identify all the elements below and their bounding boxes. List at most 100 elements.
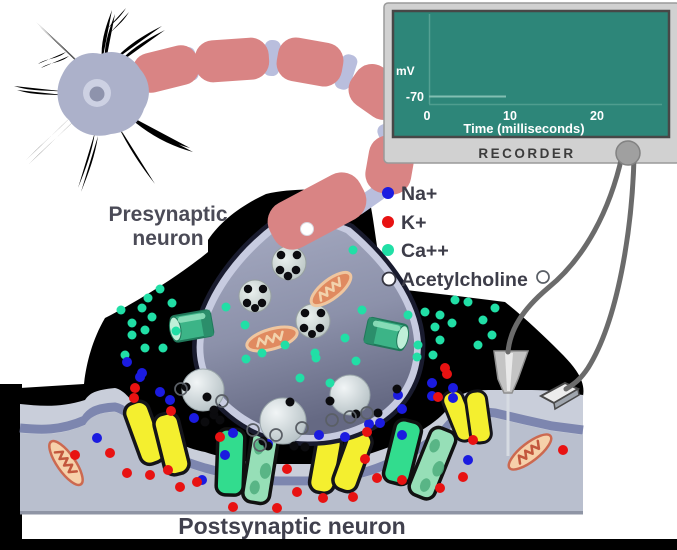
sodium-ion-dot	[137, 368, 147, 378]
potassium-ion-dot	[435, 483, 445, 493]
wire-to-probe	[505, 153, 625, 355]
calcium-ion-dot	[435, 310, 445, 320]
acetylcholine-molecule-rings	[174, 270, 550, 452]
calcium-ion-dot	[420, 307, 430, 317]
acetylcholine-ring	[360, 406, 374, 420]
left-dark-strip	[0, 384, 22, 550]
calcium-ion-dot	[158, 343, 168, 353]
sodium-ion-dot	[427, 378, 437, 388]
presynaptic-label-line2: neuron	[132, 227, 203, 250]
recorder-label: RECORDER	[478, 146, 575, 161]
potassium-ion-dot	[175, 482, 185, 492]
sodium-ion-dot	[463, 455, 473, 465]
acetylcholine-ring	[343, 410, 357, 424]
acetylcholine-dot	[373, 408, 383, 418]
calcium-channel-right	[363, 316, 410, 352]
legend-ca-label: Ca++	[401, 240, 449, 262]
legend-k-icon	[382, 216, 394, 228]
potassium-ion-dots	[70, 363, 568, 513]
presynaptic-label-line1: Presynaptic	[108, 203, 227, 226]
electrode-probe	[493, 350, 530, 394]
bottom-dark-bar	[0, 539, 677, 550]
axon-myelin-sheath	[132, 37, 415, 250]
acetylcholine-ring	[295, 421, 309, 435]
sodium-ion-dot	[314, 430, 324, 440]
calcium-ion-dot	[450, 295, 460, 305]
synaptic-vesicle-3	[295, 303, 331, 339]
calcium-ion-dot	[473, 340, 483, 350]
synaptic-vesicle-2	[238, 279, 272, 313]
potassium-ion-dot	[468, 435, 478, 445]
potassium-ion-dot	[130, 383, 140, 393]
calcium-ion-dot	[241, 354, 251, 364]
legend: Na+ K+ Ca++ Acetylcholine	[381, 183, 528, 291]
calcium-ion-dot	[348, 245, 358, 255]
potassium-ion-dot	[440, 363, 450, 373]
sodium-ion-dot	[220, 450, 230, 460]
legend-na-label: Na+	[401, 183, 437, 205]
potassium-ion-dot	[192, 477, 202, 487]
sodium-ion-dot	[228, 428, 238, 438]
calcium-ion-dot	[357, 305, 367, 315]
calcium-ion-dot	[167, 298, 177, 308]
acetylcholine-dot	[300, 442, 310, 452]
wire-to-plate	[563, 155, 637, 392]
acetylcholine-dot	[325, 396, 335, 406]
acetylcholine-dot	[200, 417, 210, 427]
synaptic-vesicle-1	[271, 245, 307, 281]
calcium-ion-dot	[428, 350, 438, 360]
mitochondrion-bulb-2	[245, 325, 299, 353]
postsynaptic-bottom-edge	[20, 511, 583, 515]
calcium-ion-dot	[127, 318, 137, 328]
calcium-ion-dot	[340, 333, 350, 343]
sodium-ion-dot	[364, 419, 374, 429]
screen-xlabel: Time (milliseconds)	[463, 121, 584, 136]
screen-xtick-10: 10	[503, 109, 517, 123]
potassium-ion-dot	[372, 473, 382, 483]
calcium-ion-dot	[311, 353, 321, 363]
sodium-ion-dot	[448, 383, 458, 393]
acetylcholine-dot	[392, 384, 402, 394]
sodium-ion-dot	[155, 387, 165, 397]
calcium-ion-dot	[155, 284, 165, 294]
nucleus-inner	[89, 86, 105, 102]
recorder-device: mV -70 0 10 20 Time (milliseconds) RECOR…	[383, 2, 677, 164]
acetylcholine-dot	[209, 405, 219, 415]
acetylcholine-ring	[215, 394, 229, 408]
docked-vesicle-white	[300, 222, 314, 236]
potassium-ion-dot	[397, 475, 407, 485]
calcium-ion-dot	[490, 303, 500, 313]
calcium-ion-dot	[116, 305, 126, 315]
fusing-vesicle-3	[329, 374, 371, 416]
calcium-ion-dot	[280, 340, 290, 350]
mitochondrion-postsynaptic-right	[507, 433, 553, 471]
calcium-ion-dot	[478, 315, 488, 325]
recorder-screen	[391, 9, 671, 139]
potassium-ion-dot	[129, 393, 139, 403]
potassium-ion-dot	[458, 472, 468, 482]
sodium-ion-dots	[92, 357, 473, 485]
potassium-ion-dot	[282, 464, 292, 474]
calcium-ion-dot	[447, 318, 457, 328]
acetylcholine-ring	[246, 423, 260, 437]
calcium-ion-dot	[127, 330, 137, 340]
acetylcholine-ring	[325, 413, 339, 427]
potassium-ion-dot	[362, 427, 372, 437]
sodium-ion-dot	[448, 393, 458, 403]
potassium-ion-dot	[70, 450, 80, 460]
potassium-ion-dot	[163, 465, 173, 475]
calcium-ion-dot	[143, 293, 153, 303]
reference-plate-side	[553, 387, 580, 411]
recorder-connector-knob	[615, 140, 641, 166]
legend-ach-icon	[381, 271, 397, 287]
legend-ach-label: Acetylcholine	[401, 269, 528, 291]
sodium-ion-dot	[340, 432, 350, 442]
acetylcholine-ring	[269, 428, 283, 442]
ion-channel-green-2	[381, 417, 458, 501]
calcium-ion-dot	[140, 325, 150, 335]
acetylcholine-ring	[174, 382, 188, 396]
potassium-ion-dot	[558, 445, 568, 455]
legend-na-icon	[382, 187, 394, 199]
calcium-ion-dot	[147, 312, 157, 322]
